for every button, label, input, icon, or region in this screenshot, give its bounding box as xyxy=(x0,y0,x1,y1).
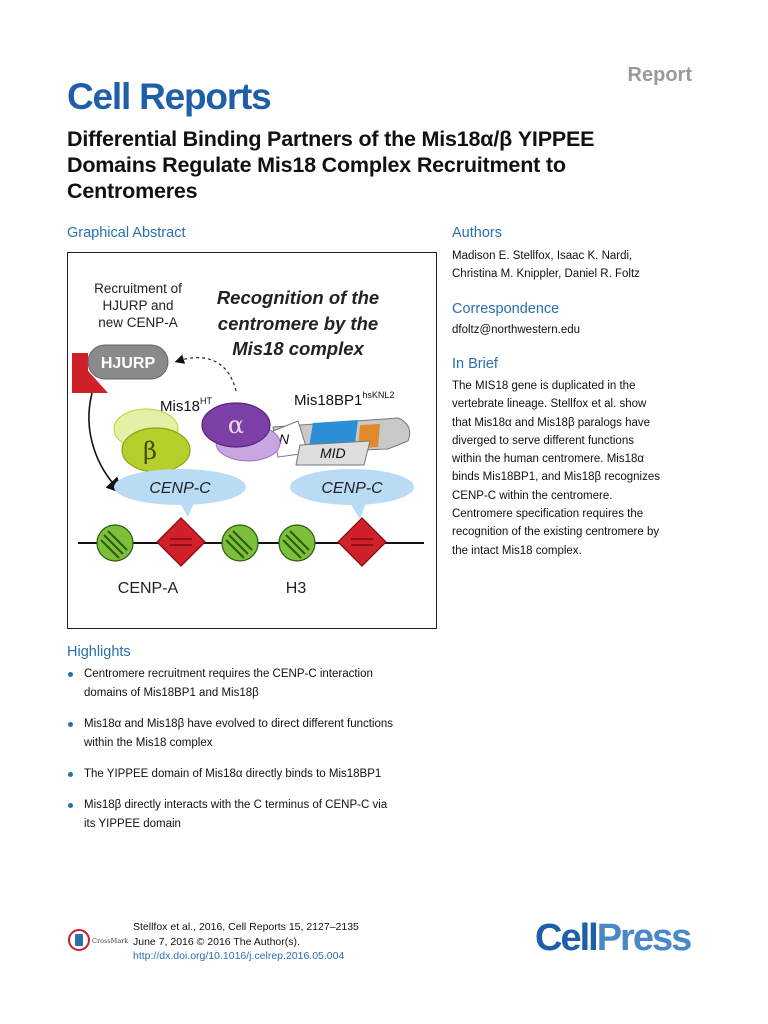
cenpc-right xyxy=(290,469,414,505)
in-brief-line: binds Mis18BP1, and Mis18β recognizes xyxy=(452,471,660,484)
date-line: June 7, 2016 © 2016 The Author(s). xyxy=(133,935,300,948)
highlight-item: The YIPPEE domain of Mis18α directly bin… xyxy=(67,765,447,784)
title-line: Domains Regulate Mis18 Complex Recruitme… xyxy=(67,153,566,177)
mis18-label-text: Mis18 xyxy=(160,398,200,415)
cenpc-right-label: CENP-C xyxy=(321,480,383,497)
graphical-abstract-heading: Graphical Abstract xyxy=(67,225,186,241)
correspondence-heading: Correspondence xyxy=(452,301,560,317)
cenpa-wedge xyxy=(72,353,108,393)
mid-domain xyxy=(295,440,371,466)
recruitment-text: HJURP and xyxy=(102,298,173,313)
cenpc-left-tail xyxy=(180,503,194,517)
authors-heading: Authors xyxy=(452,225,502,241)
cenpa-nucleosome xyxy=(156,517,206,567)
highlight-item: Mis18β directly interacts with the C ter… xyxy=(67,796,447,834)
cenpc-left-label: CENP-C xyxy=(149,480,211,497)
deposition-arrow xyxy=(88,392,123,494)
h3-nucleosome xyxy=(221,524,259,562)
citation-block: Stellfox et al., 2016, Cell Reports 15, … xyxy=(133,920,359,964)
in-brief-text: The MIS18 gene is duplicated in the vert… xyxy=(452,377,712,560)
highlight-line: The YIPPEE domain of Mis18α directly bin… xyxy=(84,768,382,780)
recruitment-arrow xyxy=(174,354,237,392)
cenpa-label: CENP-A xyxy=(118,580,179,597)
cellpress-cell: Cell xyxy=(535,917,599,959)
h3-nucleosome xyxy=(278,524,316,562)
bullet-icon xyxy=(68,722,73,727)
crossmark-logo[interactable]: CrossMark xyxy=(68,928,130,957)
highlight-item: Centromere recruitment requires the CENP… xyxy=(67,665,447,703)
bullet-icon xyxy=(68,772,73,777)
highlights-list: Centromere recruitment requires the CENP… xyxy=(67,665,447,846)
highlight-line: domains of Mis18BP1 and Mis18β xyxy=(84,687,259,699)
mis18bp1-label-text: Mis18BP1 xyxy=(294,392,362,409)
citation-line: Stellfox et al., 2016, Cell Reports 15, … xyxy=(133,921,359,933)
highlight-item: Mis18α and Mis18β have evolved to direct… xyxy=(67,715,447,753)
highlight-line: Centromere recruitment requires the CENP… xyxy=(84,668,373,680)
journal-name: Cell Reports xyxy=(67,76,272,117)
author-line: Christina M. Knippler, Daniel R. Foltz xyxy=(452,268,640,281)
highlight-line: within the Mis18 complex xyxy=(84,737,213,749)
hjurp-label: HJURP xyxy=(101,355,156,372)
mis18bp1-superscript: hsKNL2 xyxy=(362,390,394,400)
in-brief-line: recognition of the existing centromere b… xyxy=(452,526,660,539)
mid-label: MID xyxy=(320,445,346,461)
abstract-caption: Recognition of the xyxy=(217,287,379,308)
in-brief-heading: In Brief xyxy=(452,356,498,372)
in-brief-line: vertebrate lineage. Stellfox et al. show xyxy=(452,398,647,411)
h3-label: H3 xyxy=(286,580,307,597)
graphical-abstract: Recruitment of HJURP and new CENP-A Reco… xyxy=(67,252,437,629)
h3-nucleosome xyxy=(96,524,134,562)
title-line: Centromeres xyxy=(67,179,198,203)
in-brief-line: the intact Mis18 complex. xyxy=(452,544,582,557)
beta-symbol: β xyxy=(143,437,157,465)
cenpa-nucleosome xyxy=(337,517,387,567)
in-brief-line: Centromere specification requires the xyxy=(452,508,644,521)
highlight-line: its YIPPEE domain xyxy=(84,818,181,830)
crossmark-bookmark xyxy=(75,934,83,946)
doi-link[interactable]: http://dx.doi.org/10.1016/j.celrep.2016.… xyxy=(133,950,345,962)
highlights-heading: Highlights xyxy=(67,644,131,660)
n-terminal-label: N xyxy=(279,431,290,447)
cenpc-right-tail xyxy=(350,503,366,519)
highlight-line: Mis18β directly interacts with the C ter… xyxy=(84,799,388,811)
title-line: Differential Binding Partners of the Mis… xyxy=(67,127,595,151)
article-title: Differential Binding Partners of the Mis… xyxy=(67,126,707,204)
correspondence-email[interactable]: dfoltz@northwestern.edu xyxy=(452,324,581,336)
cellpress-press: Press xyxy=(596,917,693,959)
cellpress-logo: CellPress xyxy=(535,917,693,960)
recruitment-text: Recruitment of xyxy=(94,281,182,296)
bullet-icon xyxy=(68,803,73,808)
cenpc-left xyxy=(114,469,246,505)
article-type-label: Report xyxy=(627,64,692,86)
in-brief-line: within the human centromere. Mis18α xyxy=(452,453,645,466)
mis18-superscript: HT xyxy=(200,396,212,406)
mis18-alpha xyxy=(201,402,271,448)
bullet-icon xyxy=(68,672,73,677)
mis18-label: Mis18HT xyxy=(160,396,213,415)
recruitment-text: new CENP-A xyxy=(98,315,178,330)
in-brief-line: diverged to serve different functions xyxy=(452,434,634,447)
abstract-caption: centromere by the xyxy=(218,313,378,334)
mis18bp1-label: Mis18BP1hsKNL2 xyxy=(294,390,394,409)
author-line: Madison E. Stellfox, Isaac K. Nardi, xyxy=(452,250,633,262)
alpha-symbol: α xyxy=(228,411,244,439)
crossmark-text: CrossMark xyxy=(92,937,128,945)
highlight-line: Mis18α and Mis18β have evolved to direct… xyxy=(84,718,394,730)
in-brief-line: CENP-C within the centromere. xyxy=(452,489,613,502)
in-brief-line: that Mis18α and Mis18β paralogs have xyxy=(452,416,651,429)
in-brief-line: The MIS18 gene is duplicated in the xyxy=(452,380,636,392)
abstract-caption: Mis18 complex xyxy=(232,338,364,359)
author-list: Madison E. Stellfox, Isaac K. Nardi, Chr… xyxy=(452,247,640,284)
hjurp-protein xyxy=(87,344,169,380)
